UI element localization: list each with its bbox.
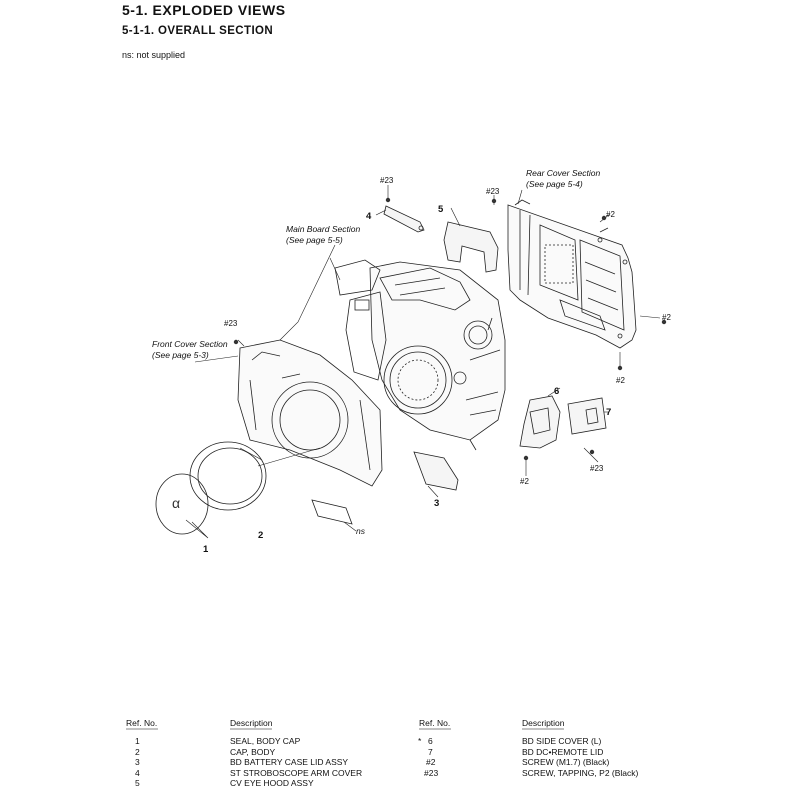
not-supplied-note: ns: not supplied [122, 50, 186, 60]
front-cover-callout-line1: Front Cover Section [152, 339, 228, 349]
front-cover-callout-line2: (See page 5-3) [152, 350, 209, 360]
table-row-ref: #2 [426, 757, 436, 768]
ns-plate-part [311, 499, 353, 525]
leader-lines [185, 185, 661, 539]
part-6-side-cover [519, 395, 561, 449]
table-row-desc: SCREW, TAPPING, P2 (Black) [522, 767, 639, 778]
table-row-desc: BD SIDE COVER (L) [522, 736, 602, 746]
table-row-ref: 2 [135, 746, 140, 757]
part-2-body-cap [189, 441, 267, 511]
front-cover-part [237, 339, 383, 487]
table-row-ref: 1 [135, 736, 140, 746]
part-number-7: 7 [606, 407, 611, 418]
table-row-ref: 6 [428, 736, 433, 746]
table-row-mark: * [418, 736, 422, 746]
table-row-desc: BD BATTERY CASE LID ASSY [230, 757, 349, 768]
ns-label: ns [356, 526, 366, 536]
screw-label-23-top: #23 [380, 176, 394, 185]
part-number-3: 3 [434, 498, 439, 509]
description-header-left: Description [230, 718, 273, 728]
part-5-eye-hood [443, 221, 499, 273]
exploded-view-diagram: α [152, 168, 671, 555]
part-7-dc-lid [567, 397, 607, 435]
screw-label-2-rear-top: #2 [606, 210, 615, 219]
part-number-1: 1 [203, 544, 209, 555]
screw-label-23-eyehood: #23 [486, 187, 500, 196]
table-row-desc: ST STROBOSCOPE ARM COVER [230, 767, 363, 778]
ref-no-header-left: Ref. No. [126, 718, 158, 728]
part-4-arm-cover [383, 205, 425, 233]
svg-text:α: α [172, 495, 180, 511]
main-board-callout-line1: Main Board Section [286, 224, 360, 234]
description-header-right: Description [522, 718, 565, 728]
screw-label-23-lid: #23 [590, 464, 604, 473]
part-3-battery-lid [413, 451, 459, 491]
page-title: 5-1. EXPLODED VIEWS [122, 2, 286, 18]
part-number-2: 2 [258, 530, 263, 541]
table-row-desc: BD DC•REMOTE LID [522, 746, 604, 757]
screw-label-2-rear-side: #2 [662, 313, 671, 322]
part-1-seal: α [155, 473, 209, 535]
screw-label-2-side-cover: #2 [520, 477, 529, 486]
part-number-4: 4 [366, 211, 372, 222]
main-body-part [334, 259, 506, 451]
table-row-ref: 3 [135, 757, 140, 768]
screw-label-23-front: #23 [224, 319, 238, 328]
part-number-6: 6 [554, 386, 559, 397]
table-row-ref: 7 [428, 746, 433, 757]
ref-no-header-right: Ref. No. [419, 718, 451, 728]
table-row-ref: 4 [135, 767, 140, 778]
table-row-ref: 5 [135, 778, 140, 789]
table-row-ref: #23 [424, 767, 439, 778]
screw-label-2-rear-bottom: #2 [616, 376, 625, 385]
table-row-desc: SCREW (M1.7) (Black) [522, 757, 610, 768]
table-row-desc: CV EYE HOOD ASSY [230, 778, 314, 789]
rear-cover-part [507, 199, 637, 349]
rear-cover-callout-line2: (See page 5-4) [526, 179, 583, 189]
section-subtitle: 5-1-1. OVERALL SECTION [122, 25, 274, 37]
part-number-5: 5 [438, 204, 444, 215]
rear-cover-callout-line1: Rear Cover Section [526, 168, 600, 178]
main-board-callout-line2: (See page 5-5) [286, 235, 343, 245]
table-row-desc: SEAL, BODY CAP [230, 736, 301, 746]
screw-icons [233, 197, 667, 461]
table-row-desc: CAP, BODY [230, 746, 276, 757]
